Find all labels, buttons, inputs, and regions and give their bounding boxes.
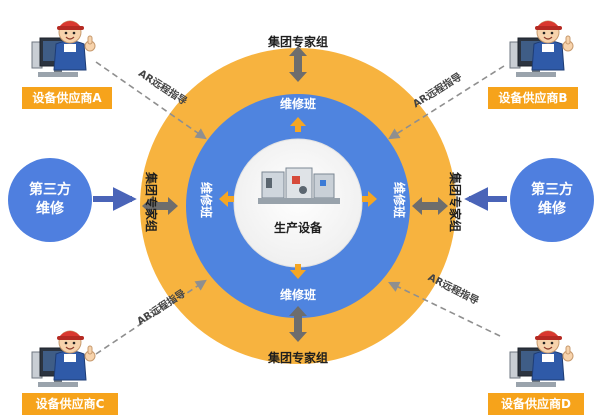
keyboard bbox=[516, 382, 556, 387]
keyboard bbox=[516, 72, 556, 77]
center-arrow-right bbox=[362, 191, 377, 207]
ar-label-b: AR远程指导 bbox=[410, 70, 464, 110]
expert-group-right: 集团专家组 bbox=[448, 171, 463, 232]
supplier-label-c: 设备供应商C bbox=[22, 393, 118, 415]
eye bbox=[550, 341, 554, 345]
cap-brim bbox=[535, 336, 562, 340]
smile bbox=[543, 36, 553, 40]
eye bbox=[550, 31, 554, 35]
shirt-collar bbox=[64, 354, 76, 362]
cap-brim bbox=[57, 336, 84, 340]
shirt-collar bbox=[542, 354, 554, 362]
expert-group-top: 集团专家组 bbox=[267, 34, 328, 49]
bottom-double-arrow bbox=[289, 306, 307, 342]
eye bbox=[72, 31, 76, 35]
eye bbox=[72, 341, 76, 345]
eye bbox=[64, 31, 68, 35]
technician-icon-a bbox=[31, 20, 96, 77]
supplier-label-d: 设备供应商D bbox=[488, 393, 584, 415]
third-party-right: 第三方 维修 bbox=[510, 158, 594, 242]
third-party-right-line1: 第三方 bbox=[531, 182, 573, 198]
ar-label-a: AR远程指导 bbox=[136, 67, 190, 108]
ar-arrow-a bbox=[95, 61, 207, 140]
center-arrows bbox=[219, 117, 377, 279]
third-party-left-line1: 第三方 bbox=[29, 182, 71, 198]
third-party-left: 第三方 维修 bbox=[8, 158, 92, 242]
repair-team-right: 维修班 bbox=[392, 182, 407, 218]
keyboard bbox=[38, 72, 78, 77]
shirt-collar bbox=[542, 44, 554, 52]
shirt-collar bbox=[64, 44, 76, 52]
center-arrow-down bbox=[290, 264, 306, 279]
center-arrow-up bbox=[290, 117, 306, 132]
ar-label-d: AR远程指导 bbox=[426, 271, 481, 308]
ar-arrow-d bbox=[387, 281, 501, 337]
expert-group-left: 集团专家组 bbox=[144, 171, 159, 232]
repair-team-top: 维修班 bbox=[280, 96, 316, 111]
supplier-label-a: 设备供应商A bbox=[22, 87, 112, 109]
expert-group-bottom: 集团专家组 bbox=[267, 350, 328, 365]
ar-arrow-b bbox=[388, 65, 505, 140]
technician-icon-b bbox=[509, 20, 574, 77]
left-double-arrow bbox=[142, 197, 178, 215]
repair-team-bottom: 维修班 bbox=[280, 287, 316, 302]
third-party-left-line2: 维修 bbox=[36, 201, 64, 217]
technician-icon-d bbox=[509, 330, 574, 387]
cap-brim bbox=[57, 26, 84, 30]
thumb bbox=[565, 35, 571, 45]
thumb bbox=[87, 345, 93, 355]
cap-brim bbox=[535, 26, 562, 30]
third-party-right-line2: 维修 bbox=[538, 201, 566, 217]
thumb bbox=[87, 35, 93, 45]
right-double-arrow bbox=[412, 197, 448, 215]
eye bbox=[542, 341, 546, 345]
production-equipment-icon bbox=[258, 167, 340, 204]
thumb bbox=[565, 345, 571, 355]
top-double-arrow bbox=[289, 46, 307, 82]
ar-arrow-c bbox=[95, 279, 207, 355]
ar-guidance-arrows bbox=[95, 61, 505, 355]
keyboard bbox=[38, 382, 78, 387]
supplier-label-b: 设备供应商B bbox=[488, 87, 578, 109]
eye bbox=[64, 341, 68, 345]
center-label: 生产设备 bbox=[274, 220, 323, 235]
repair-team-left: 维修班 bbox=[199, 182, 214, 218]
technician-icon-c bbox=[31, 330, 96, 387]
smile bbox=[543, 346, 553, 350]
smile bbox=[65, 346, 75, 350]
flow-arrows bbox=[142, 46, 448, 342]
eye bbox=[542, 31, 546, 35]
smile bbox=[65, 36, 75, 40]
center-arrow-left bbox=[219, 191, 234, 207]
